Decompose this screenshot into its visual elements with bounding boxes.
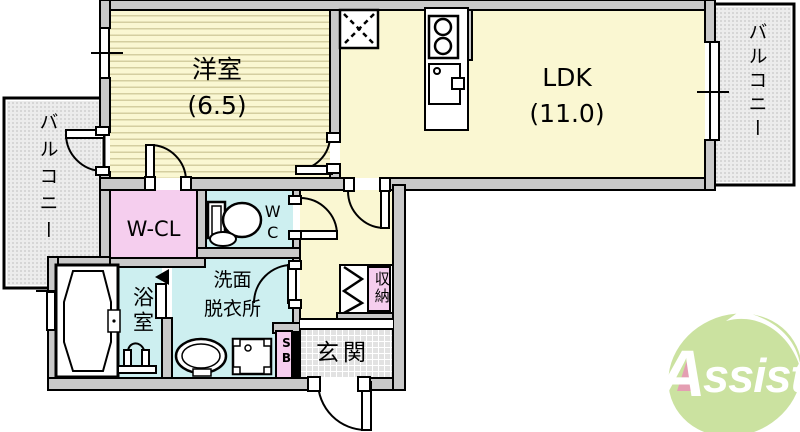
washing-machine-icon [231,337,273,376]
western-room-name: 洋室 [191,55,242,84]
shoe-box [275,330,301,379]
assist-logo-triangle [677,357,699,391]
balcony-door-arc [65,133,104,172]
ldk-floor [340,10,705,178]
shoe-box-label: SB [279,336,294,366]
storage-closet [339,264,394,315]
entrance-step [300,318,393,330]
balcony-right-floor [715,7,791,182]
wash-basin-icon [174,337,228,377]
hall-ldk-door-arc [347,190,386,229]
walk-in-closet-floor [110,190,197,258]
western-room-size: (6.5) [187,91,247,121]
shower-icon [117,342,157,374]
toilet-label: WC [263,202,283,244]
assist-logo-letter-a: A [656,336,706,410]
refrigerator-space-icon [338,8,380,50]
assist-logo: A ssist [656,311,800,432]
entrance-floor [300,330,393,378]
ldk-label: LDK (11.0) [497,60,637,133]
balcony-left-label: バルコニー [36,112,59,247]
entrance-label: 玄関 [316,340,370,366]
wcl-door-arc [149,144,187,182]
ldk-size: (11.0) [529,99,605,129]
door-leaves [65,129,390,431]
room-ldk-door-arc [295,135,331,171]
bathtub-icon [54,263,121,379]
washroom-label: 洗面 脱衣所 [203,269,261,321]
storage-label: 収納 [372,271,391,305]
assist-logo-leaf-icon [726,311,800,368]
window-icons [36,27,729,331]
ldk-name: LDK [542,63,592,92]
kitchen-icon [424,7,469,131]
walk-in-closet-label: W-CL [126,217,181,241]
wc-door-arc [299,197,338,236]
assist-logo-text: ssist [703,349,800,402]
western-room-label: 洋室 (6.5) [147,52,287,125]
washroom-door-arc [253,264,293,304]
assist-logo-ellipse [668,313,800,432]
balcony-right-label: バルコニー [745,22,768,142]
bathroom-door-icon [155,269,169,319]
folding-door-icon [341,265,365,315]
toilet-icon [206,200,263,247]
door-jambs [95,126,391,392]
bathroom-label: 浴室 [130,286,155,336]
